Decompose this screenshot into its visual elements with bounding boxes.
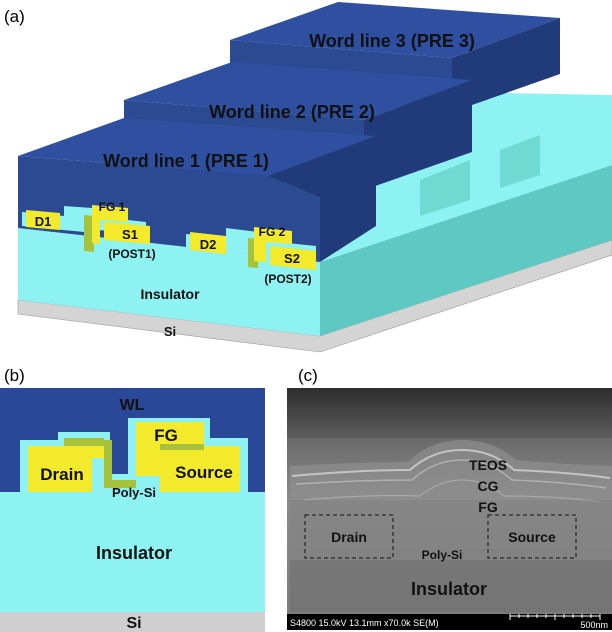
- drain-b: [28, 458, 92, 492]
- insulator-label-b: Insulator: [96, 543, 172, 563]
- poly-si-b: [104, 440, 136, 488]
- word-line-1-label: Word line 1 (PRE 1): [103, 151, 269, 171]
- source-2: [270, 246, 316, 270]
- panel-c-sem-image: TEOS CG FG Drain Source Poly-Si Insulato…: [287, 388, 612, 630]
- word-line-2-label: Word line 2 (PRE 2): [209, 102, 375, 122]
- wl-label: WL: [120, 397, 145, 414]
- cg-label: CG: [478, 478, 499, 494]
- floating-gate-2: [254, 227, 292, 262]
- fg-label-c: FG: [478, 499, 498, 515]
- d2-label: D2: [200, 237, 217, 252]
- post1-label: (POST1): [108, 247, 155, 261]
- source-1: [104, 222, 150, 244]
- insulator-side: [320, 165, 612, 336]
- panel-a-label: (a): [4, 7, 25, 26]
- floating-gate-b: [136, 422, 204, 476]
- floating-gate-1: [92, 205, 128, 244]
- si-label-b: Si: [126, 615, 141, 632]
- insulator-region-b: [0, 492, 265, 612]
- drain-box-c: [304, 514, 394, 559]
- fg1-label: FG 1: [99, 200, 126, 214]
- panel-a-3d-structure: Word line 3 (PRE 3) Word line 2 (PRE 2) …: [17, 2, 612, 353]
- si-region-b: [0, 612, 265, 632]
- d1-label: D1: [35, 214, 52, 229]
- sem-info-text: S4800 15.0kV 13.1mm x70.0k SE(M): [290, 618, 439, 628]
- panel-b-cross-section: WL FG Drain Source Poly-Si Insulator Si: [0, 388, 265, 632]
- scale-bar-label: 500nm: [580, 620, 608, 630]
- source-label-c: Source: [508, 529, 556, 545]
- panel-c-label: (c): [298, 366, 318, 385]
- teos-label: TEOS: [469, 457, 507, 473]
- cell-1: D1 FG 1 S1 (POST1): [22, 200, 156, 261]
- insulator-front: [18, 228, 320, 336]
- source-b: [160, 446, 240, 492]
- source-box-c: [487, 514, 577, 559]
- panel-b-label: (b): [4, 366, 25, 385]
- polysi-label-b: Poly-Si: [112, 485, 156, 500]
- drain-label-b: Drain: [40, 465, 83, 484]
- polysi-label-c: Poly-Si: [422, 548, 463, 562]
- insulator-label-a: Insulator: [140, 286, 200, 302]
- cell-2: D2 FG 2 S2 (POST2): [186, 225, 316, 286]
- scale-bar: [509, 614, 601, 620]
- insulator-label-c: Insulator: [411, 579, 487, 599]
- fg-label-b: FG: [154, 426, 178, 445]
- source-label-b: Source: [175, 463, 233, 482]
- fg2-label: FG 2: [259, 225, 286, 239]
- drain-label-c: Drain: [331, 529, 367, 545]
- s2-label: S2: [284, 251, 300, 266]
- sem-info-bar: [287, 614, 612, 630]
- drain-1: [26, 210, 60, 230]
- si-label-a: Si: [164, 324, 176, 339]
- s1-label: S1: [122, 227, 138, 242]
- word-line-3-label: Word line 3 (PRE 3): [309, 31, 475, 51]
- post2-label: (POST2): [264, 272, 311, 286]
- drain-2: [190, 232, 226, 254]
